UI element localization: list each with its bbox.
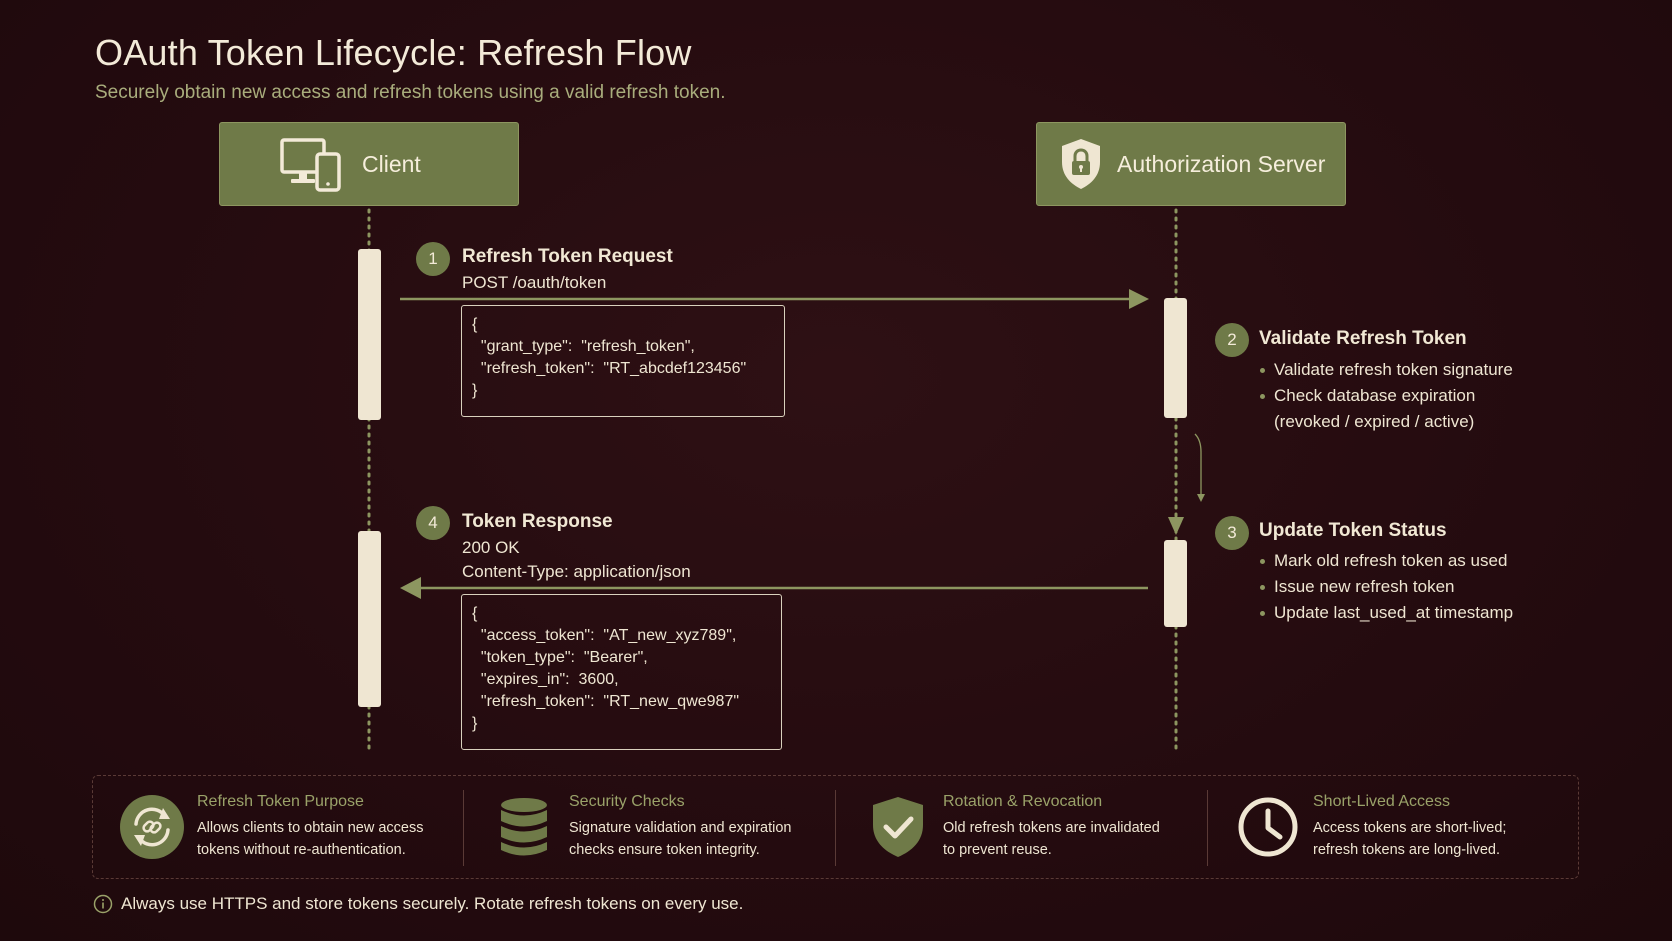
step-2-bullets: Validate refresh token signature Check d… xyxy=(1260,357,1513,435)
divider xyxy=(463,790,464,866)
actor-client-label: Client xyxy=(362,150,421,177)
divider xyxy=(835,790,836,866)
request-body-code: { "grant_type": "refresh_token", "refres… xyxy=(461,305,785,417)
footnote: Always use HTTPS and store tokens secure… xyxy=(93,894,743,914)
actor-server-label: Authorization Server xyxy=(1117,150,1326,177)
list-item: Mark old refresh token as used xyxy=(1260,548,1513,574)
request-arrow-head xyxy=(1129,289,1149,309)
info-card-short-lived: Short-Lived Access Access tokens are sho… xyxy=(1233,776,1506,878)
footnote-text: Always use HTTPS and store tokens secure… xyxy=(121,894,744,913)
step-4-title: Token Response xyxy=(462,511,613,532)
info-card-rotation: Rotation & Revocation Old refresh tokens… xyxy=(863,776,1160,878)
step-3-bullets: Mark old refresh token as used Issue new… xyxy=(1260,548,1513,626)
shield-lock-icon xyxy=(1059,137,1103,191)
info-card-purpose: Refresh Token Purpose Allows clients to … xyxy=(117,776,423,878)
info-card-desc-line: tokens without re-authentication. xyxy=(197,842,406,858)
info-card-title: Security Checks xyxy=(569,793,685,810)
step-4-content-type: Content-Type: application/json xyxy=(462,562,691,581)
step-1-badge: 1 xyxy=(416,242,450,276)
step-2-title: Validate Refresh Token xyxy=(1259,328,1467,349)
server-activation-2 xyxy=(1164,540,1187,627)
step-2-badge: 2 xyxy=(1215,323,1249,357)
info-icon xyxy=(93,894,113,914)
info-card-desc-line: to prevent reuse. xyxy=(943,842,1052,858)
response-body-code: { "access_token": "AT_new_xyz789", "toke… xyxy=(461,594,782,750)
page-subtitle: Securely obtain new access and refresh t… xyxy=(95,82,726,103)
step-4-status: 200 OK xyxy=(462,538,520,557)
clock-icon xyxy=(1233,792,1303,862)
response-arrow-head xyxy=(400,577,421,599)
step-3-badge: 3 xyxy=(1215,516,1249,550)
self-arrow-head xyxy=(1197,494,1205,502)
info-card-desc-line: Access tokens are short-lived; xyxy=(1313,820,1507,836)
refresh-link-icon xyxy=(117,792,187,862)
step-4-badge: 4 xyxy=(416,506,450,540)
info-card-desc-line: checks ensure token integrity. xyxy=(569,842,760,858)
list-item: Update last_used_at timestamp xyxy=(1260,600,1513,626)
devices-icon xyxy=(278,136,342,192)
client-activation-1 xyxy=(358,249,381,420)
info-card-title: Short-Lived Access xyxy=(1313,793,1450,810)
info-card-title: Refresh Token Purpose xyxy=(197,793,364,810)
database-icon xyxy=(489,792,559,862)
actor-authorization-server: Authorization Server xyxy=(1036,122,1346,206)
info-card-desc-line: Old refresh tokens are invalidated xyxy=(943,820,1160,836)
info-card-desc-line: Signature validation and expiration xyxy=(569,820,792,836)
list-item: Issue new refresh token xyxy=(1260,574,1513,600)
page-title: OAuth Token Lifecycle: Refresh Flow xyxy=(95,32,692,73)
client-activation-2 xyxy=(358,531,381,707)
list-item: Validate refresh token signature xyxy=(1260,357,1513,383)
self-arrow xyxy=(1194,433,1202,497)
step-1-endpoint: POST /oauth/token xyxy=(462,273,607,292)
divider xyxy=(1207,790,1208,866)
info-panel: Refresh Token Purpose Allows clients to … xyxy=(92,775,1579,879)
server-down-arrow-head xyxy=(1168,517,1184,535)
info-card-desc-line: refresh tokens are long-lived. xyxy=(1313,842,1500,858)
shield-check-icon xyxy=(863,792,933,862)
list-item: (revoked / expired / active) xyxy=(1274,412,1475,431)
actor-client: Client xyxy=(219,122,519,206)
step-1-title: Refresh Token Request xyxy=(462,246,673,267)
server-activation-1 xyxy=(1164,298,1187,418)
info-card-desc-line: Allows clients to obtain new access xyxy=(197,820,424,836)
info-card-security: Security Checks Signature validation and… xyxy=(489,776,791,878)
info-card-title: Rotation & Revocation xyxy=(943,793,1103,810)
step-3-title: Update Token Status xyxy=(1259,520,1447,541)
list-item: Check database expiration xyxy=(1260,383,1513,409)
